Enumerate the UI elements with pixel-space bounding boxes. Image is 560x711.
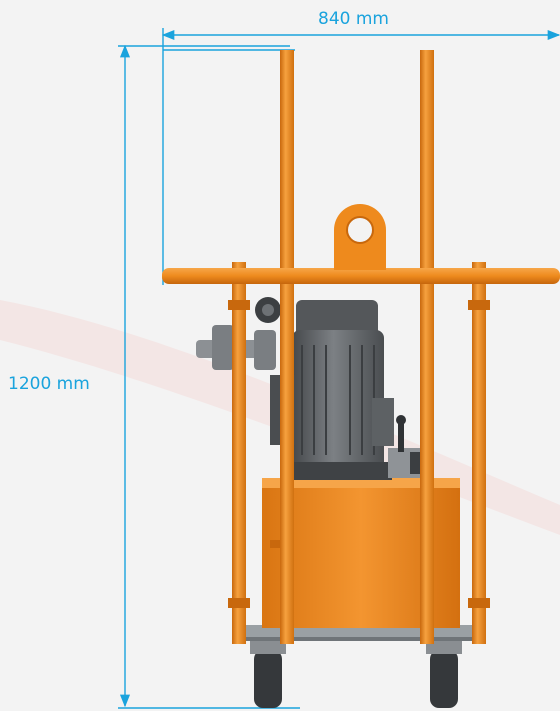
electric-motor (292, 330, 384, 470)
width-dimension-label: 840 mm (318, 9, 389, 29)
wheel-right (430, 650, 458, 708)
handle-bracket-left (228, 300, 250, 310)
cross-bar (162, 268, 560, 284)
wheel-left (254, 650, 282, 708)
motor-mount (292, 462, 392, 480)
height-dimension-label: 1200 mm (8, 374, 90, 394)
handle-bracket-right (468, 300, 490, 310)
dimension-lines (118, 28, 560, 709)
post-left-outer (232, 262, 246, 644)
post-right-inner (420, 50, 434, 644)
post-right-outer (472, 262, 486, 644)
post-left-inner (280, 50, 294, 644)
motor-side-flange (372, 398, 394, 446)
lifting-eye (334, 204, 386, 270)
pressure-regulator (196, 297, 281, 370)
